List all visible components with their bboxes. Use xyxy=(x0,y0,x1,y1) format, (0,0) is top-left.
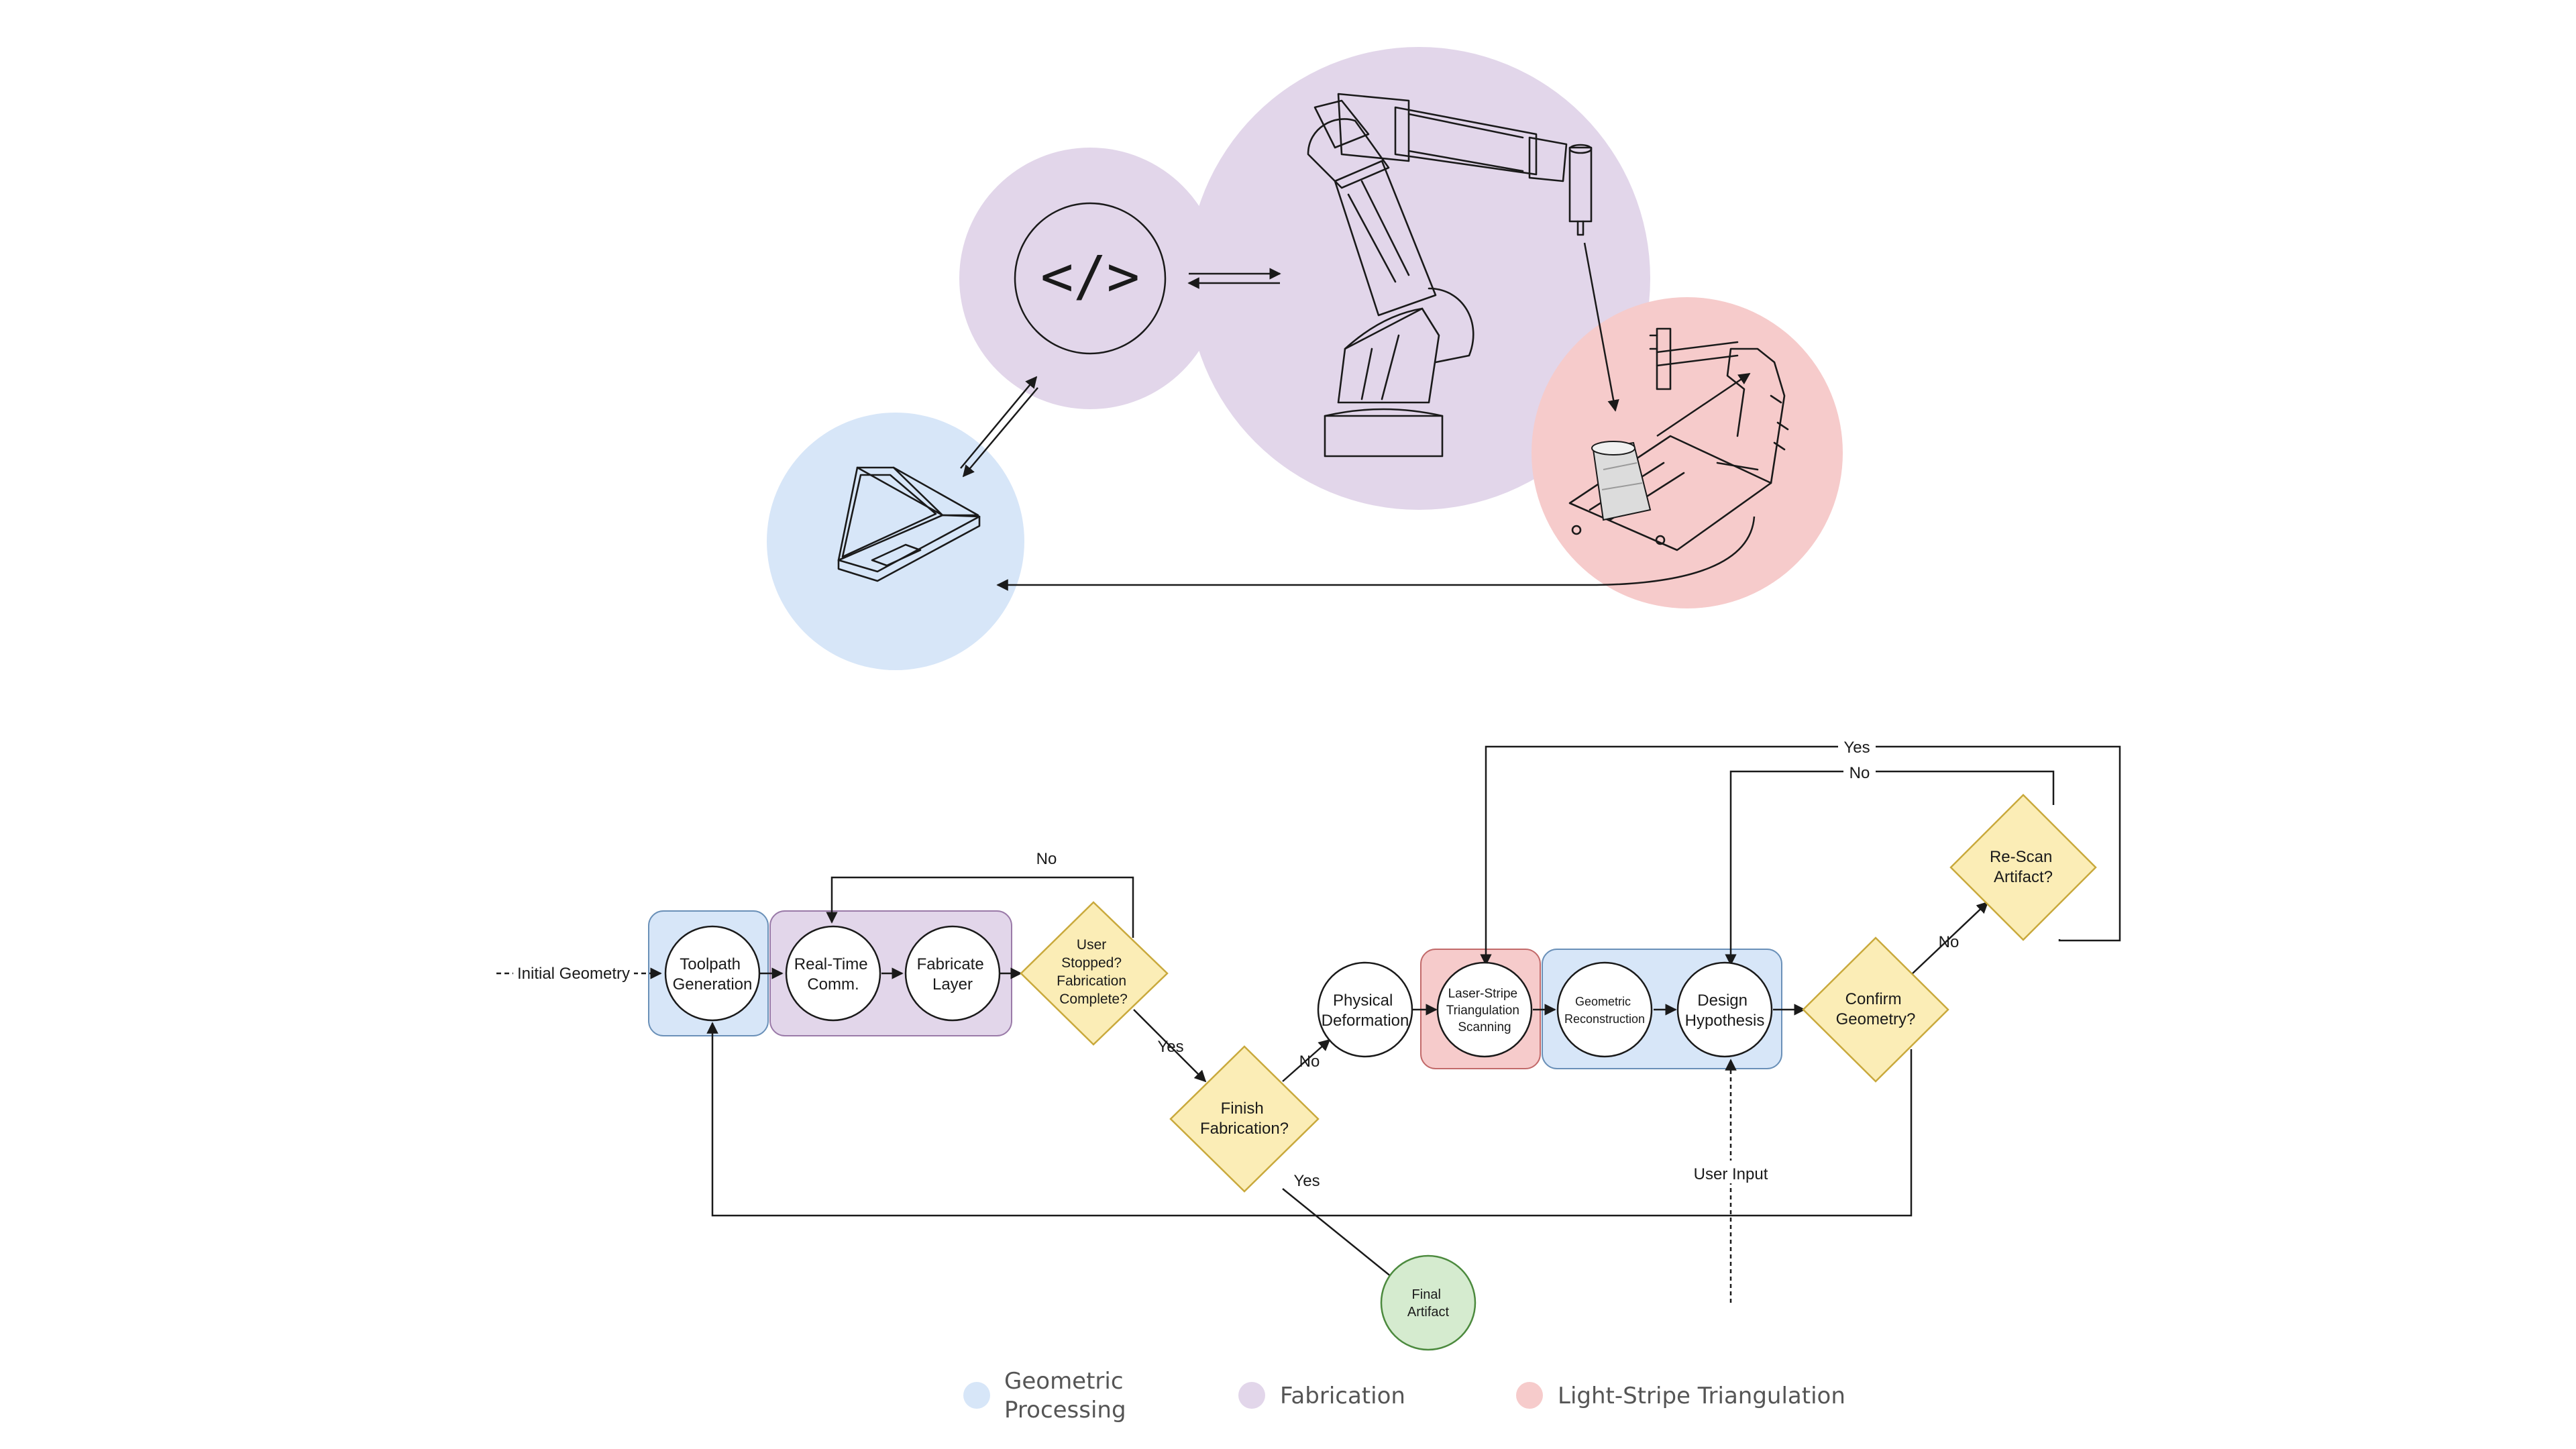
edge-rescan-yes-laser xyxy=(1480,745,2121,966)
svg-text:Laser-Stripe Triangula: Laser-Stripe Triangulation Scanning xyxy=(1446,987,1523,1034)
label-user-input: User Input xyxy=(1694,1165,1768,1183)
decision-user-stopped: User Stopped? Fabrication Complete? xyxy=(1020,901,1169,1046)
flowchart: Toolpath Generation Real-Time Comm. Fabr… xyxy=(496,737,2121,1351)
label-no-finish: No xyxy=(1299,1053,1320,1071)
svg-text:Design Hypothesis: Design Hypothesis xyxy=(1685,991,1765,1030)
legend: Geometric Processing Fabrication Light-S… xyxy=(963,1368,1845,1424)
svg-text:User Stopped?: User Stopped? Fabrication Complete? xyxy=(1057,937,1130,1007)
laser-scanner-icon xyxy=(1568,327,1789,551)
label-yes-rescan: Yes xyxy=(1843,739,1870,757)
node-realtime-comm: Real-Time Comm. xyxy=(785,925,881,1022)
robot-arm-icon xyxy=(1307,93,1619,458)
scanner-bubble xyxy=(1532,297,1843,608)
laptop-bubble xyxy=(767,413,1024,670)
laptop-code-exchange-arrows xyxy=(960,376,1038,478)
decision-finish-fabrication: Finish Fabrication? xyxy=(1169,1045,1320,1193)
node-physical-deformation: Physical Deformation xyxy=(1317,961,1413,1058)
node-fabricate-layer: Fabricate Layer xyxy=(904,925,1001,1022)
node-final-artifact: Final Artifact xyxy=(1380,1254,1477,1351)
svg-text:Fabricate Layer: Fabricate Layer xyxy=(917,955,989,994)
svg-text:</>: </> xyxy=(1040,245,1140,309)
svg-text:Toolpath Generation: Toolpath Generation xyxy=(673,955,753,994)
label-no-user-stopped: No xyxy=(1036,850,1057,868)
code-tag-icon: </> xyxy=(1014,202,1167,355)
edge-confirm-no-rescan xyxy=(1911,901,1989,975)
node-geometric-reconstruction: Geometric Reconstruction xyxy=(1556,961,1653,1058)
node-design-hypothesis: Design Hypothesis xyxy=(1676,961,1773,1058)
label-no-confirm: No xyxy=(1939,933,1960,951)
edge-decision-yes-finish xyxy=(1133,1009,1207,1083)
svg-text:Geometric Processing: Geometric Processing xyxy=(1004,1368,1130,1424)
node-toolpath-generation: Toolpath Generation xyxy=(664,925,761,1022)
edge-rescan-no-design xyxy=(1725,770,2055,966)
laptop-icon xyxy=(837,466,981,582)
legend-swatch-fabrication xyxy=(1238,1382,1265,1409)
svg-text:Finish Fabrication?: Finish Fabrication? xyxy=(1200,1099,1289,1138)
label-yes-finish: Yes xyxy=(1293,1172,1320,1190)
node-laser-stripe-scanning: Laser-Stripe Triangulation Scanning xyxy=(1436,961,1533,1058)
edge-finish-no-physical xyxy=(1282,1038,1331,1082)
svg-text:Geometric Reconstructi: Geometric Reconstruction xyxy=(1564,995,1645,1026)
decision-confirm-geometry: Confirm Geometry? xyxy=(1802,936,1949,1083)
label-initial-geometry: Initial Geometry xyxy=(517,965,630,983)
legend-swatch-geometric xyxy=(963,1382,990,1409)
svg-text:Final Artifact: Final Artifact xyxy=(1407,1287,1450,1320)
edge-decision-no-loop xyxy=(826,876,1134,938)
legend-swatch-triangulation xyxy=(1516,1382,1543,1409)
code-bubble xyxy=(959,148,1221,409)
decision-rescan-artifact: Re-Scan Artifact? xyxy=(1949,794,2097,941)
edge-finish-yes-final xyxy=(1282,1188,1400,1284)
scan-to-laptop-arrow xyxy=(996,516,1756,591)
legend-label-fabrication: Fabrication xyxy=(1280,1383,1405,1409)
robot-bubble xyxy=(1187,47,1650,510)
svg-text:Real-Time Comm.: Real-Time Comm. xyxy=(794,955,872,994)
legend-label-triangulation: Light-Stripe Triangulation xyxy=(1558,1383,1845,1409)
label-no-rescan: No xyxy=(1849,764,1870,782)
svg-text:Confirm Geometry?: Confirm Geometry? xyxy=(1836,990,1916,1028)
legend-label-geometric: Geometric xyxy=(1004,1368,1124,1395)
label-yes-user-stopped: Yes xyxy=(1157,1038,1183,1056)
code-robot-exchange-arrows xyxy=(1187,268,1281,289)
svg-text:Physical Deformation: Physical Deformation xyxy=(1322,991,1409,1030)
system-illustration: </> xyxy=(767,47,1843,670)
edge-confirm-back-toolpath xyxy=(706,1022,1913,1217)
svg-text:Re-Scan Artifact?: Re-Scan Artifact? xyxy=(1990,848,2057,886)
